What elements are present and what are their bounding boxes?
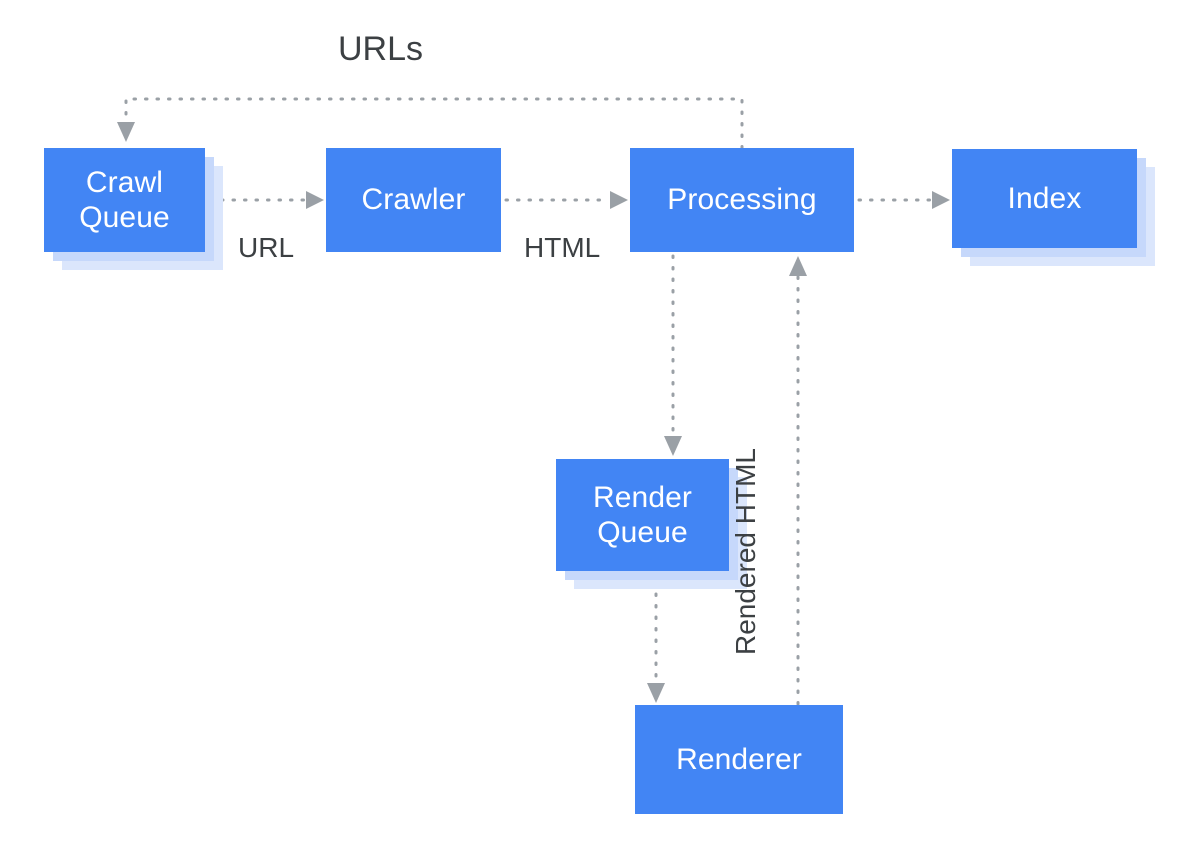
- edge-urls: [117, 97, 744, 150]
- edge-url: [208, 191, 324, 209]
- edge-label-urls: URLs: [338, 30, 424, 68]
- node-index[interactable]: Index: [952, 149, 1137, 248]
- edge-html: [504, 191, 628, 209]
- arrowhead-rendered-html: [789, 256, 807, 276]
- edge-label-rendered-html: Rendered HTML: [730, 448, 761, 655]
- node-crawl-queue[interactable]: Crawl Queue: [44, 148, 205, 252]
- arrowhead-renderer: [647, 683, 665, 703]
- edge-label-url: URL: [238, 232, 295, 263]
- node-processing-label: Processing: [667, 183, 817, 217]
- node-render-queue[interactable]: Render Queue: [556, 459, 729, 571]
- arrowhead-html: [610, 191, 628, 209]
- arrowhead-render-queue: [664, 436, 682, 456]
- edge-label-html: HTML: [524, 232, 601, 263]
- node-crawl-queue-label: Crawl Queue: [79, 165, 170, 234]
- node-renderer-label: Renderer: [676, 742, 802, 776]
- edge-to-index: [857, 191, 950, 209]
- edge-to-render-queue: [664, 254, 682, 456]
- arrowhead-index: [932, 191, 950, 209]
- edge-rendered-html: [789, 256, 807, 706]
- node-crawler-label: Crawler: [361, 183, 466, 217]
- node-index-label: Index: [1007, 181, 1082, 215]
- edge-to-renderer: [647, 592, 665, 703]
- node-crawler[interactable]: Crawler: [326, 148, 501, 252]
- node-renderer[interactable]: Renderer: [635, 705, 843, 814]
- node-processing[interactable]: Processing: [630, 148, 854, 252]
- arrowhead-url: [306, 191, 324, 209]
- arrowhead-urls: [117, 122, 135, 142]
- node-render-queue-label: Render Queue: [593, 480, 692, 549]
